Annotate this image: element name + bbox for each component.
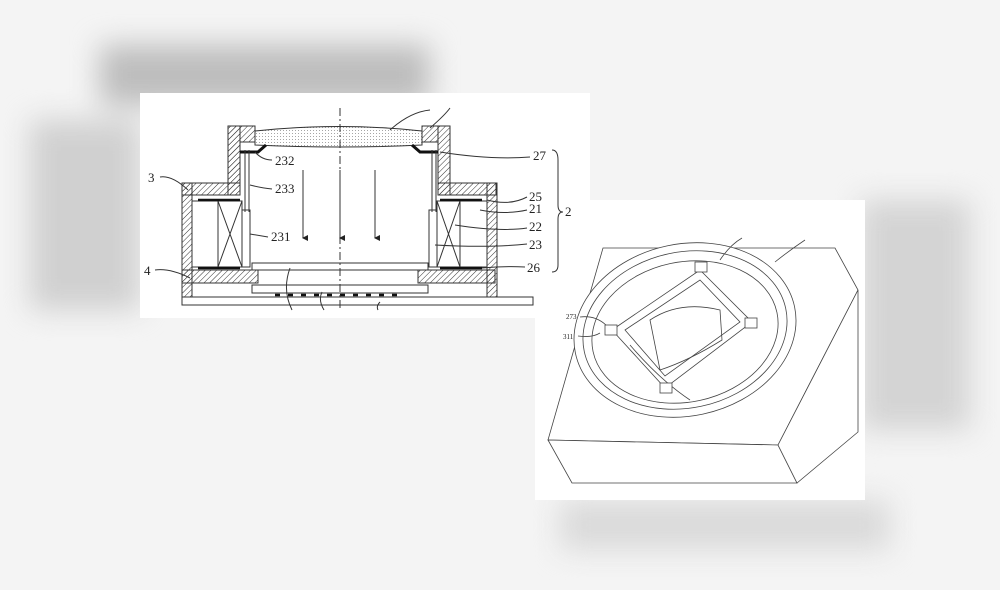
bottom-plate-4-left bbox=[181, 269, 259, 284]
isometric-labels: 273 311 bbox=[563, 313, 577, 341]
label-232: 232 bbox=[275, 153, 295, 168]
upper-left-wall bbox=[227, 125, 241, 196]
bottom-plate-4-right bbox=[417, 269, 496, 284]
label-27: 27 bbox=[533, 148, 547, 163]
label-25: 25 bbox=[529, 189, 542, 204]
base-plate bbox=[181, 296, 534, 306]
lens-block-right bbox=[421, 125, 439, 143]
lens-block-left bbox=[239, 125, 256, 143]
carrier-231-left bbox=[241, 209, 251, 268]
label-2: 2 bbox=[565, 204, 572, 219]
lens bbox=[254, 126, 423, 148]
isometric-figure bbox=[547, 237, 859, 484]
cross-section-figure bbox=[154, 107, 564, 311]
box-front bbox=[547, 439, 798, 484]
label-4: 4 bbox=[144, 263, 151, 278]
label-311: 311 bbox=[563, 333, 574, 341]
label-22: 22 bbox=[529, 219, 542, 234]
brace bbox=[551, 149, 564, 273]
label-273: 273 bbox=[566, 313, 577, 321]
label-233: 233 bbox=[275, 181, 295, 196]
magnet-left bbox=[191, 200, 219, 268]
carrier-231-right bbox=[428, 209, 438, 268]
label-231: 231 bbox=[271, 229, 291, 244]
label-21: 21 bbox=[529, 201, 542, 216]
cross-section-labels: 3 4 232 233 231 27 25 21 22 23 26 2 bbox=[144, 148, 572, 278]
label-26: 26 bbox=[527, 260, 541, 275]
label-3: 3 bbox=[148, 170, 155, 185]
box-right bbox=[777, 289, 859, 484]
label-23: 23 bbox=[529, 237, 542, 252]
